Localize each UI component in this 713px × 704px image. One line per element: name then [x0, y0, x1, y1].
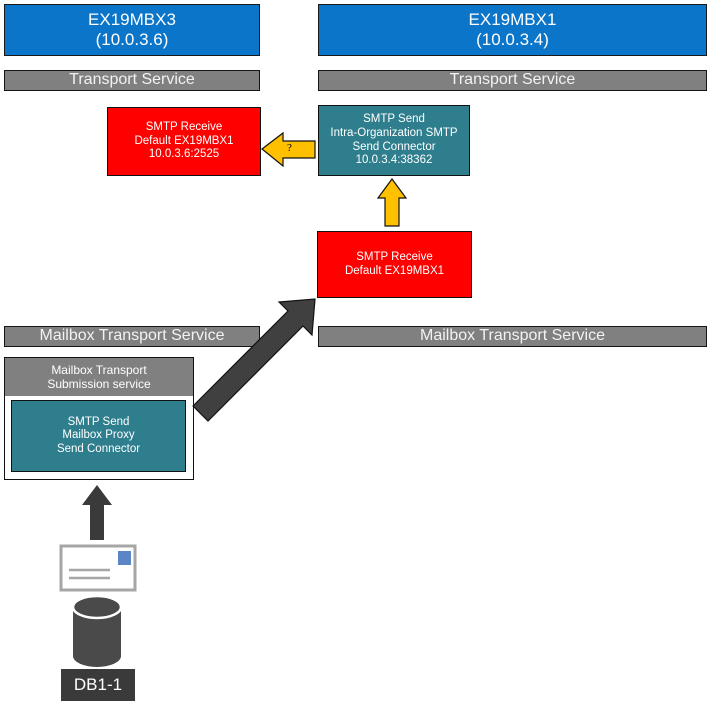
server-header-ex19mbx1: EX19MBX1 (10.0.3.4) [318, 4, 707, 56]
server-header-ex19mbx3: EX19MBX3 (10.0.3.6) [4, 4, 260, 56]
mailbox-transport-submission-service-bar: Mailbox Transport Submission service [5, 358, 193, 396]
database-cylinder-icon [71, 594, 123, 667]
smtp-send-intra-org-connector: SMTP Send Intra-Organization SMTP Send C… [318, 105, 470, 176]
smtp-receive-connector-left: SMTP Receive Default EX19MBX1 10.0.3.6:2… [107, 107, 261, 176]
database-label: DB1-1 [61, 669, 135, 701]
mailbox-transport-service-bar-left: Mailbox Transport Service [4, 326, 260, 347]
email-message-icon [59, 544, 137, 592]
transport-service-bar-right: Transport Service [318, 70, 707, 91]
gray-diagonal-arrow [192, 298, 316, 422]
black-up-arrow [82, 485, 112, 540]
mailbox-transport-service-bar-right: Mailbox Transport Service [318, 326, 707, 347]
transport-service-bar-left: Transport Service [4, 70, 260, 91]
orange-up-arrow [376, 177, 408, 227]
smtp-send-mailbox-proxy-connector: SMTP Send Mailbox Proxy Send Connector [11, 400, 186, 472]
question-mark-annotation: ? [287, 142, 292, 154]
smtp-receive-connector-right: SMTP Receive Default EX19MBX1 [317, 231, 472, 298]
